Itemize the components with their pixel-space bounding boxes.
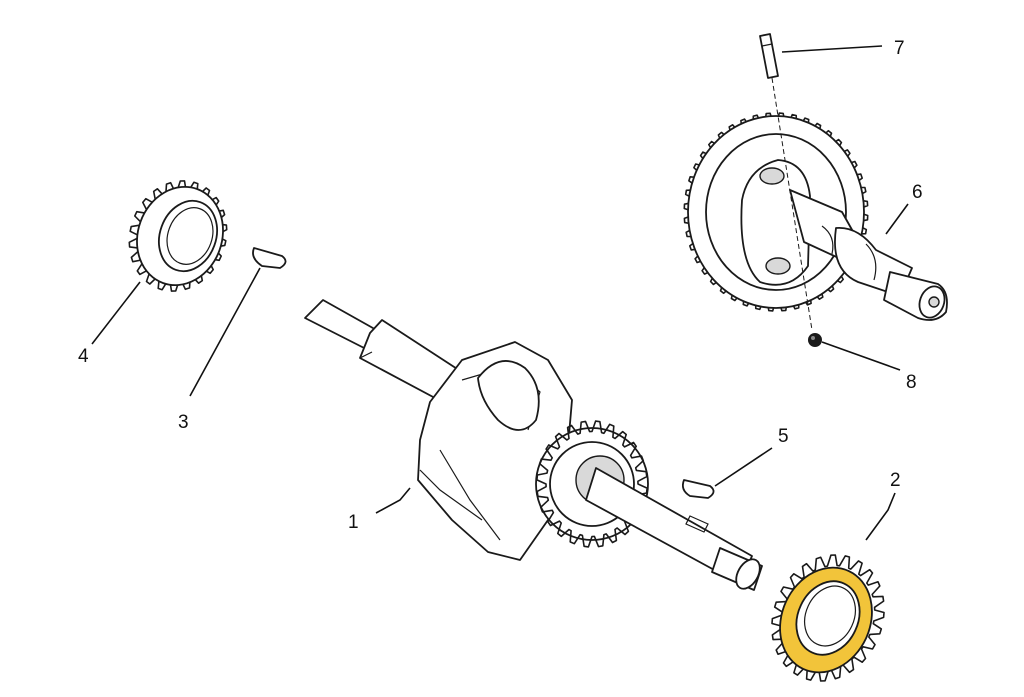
leader-line-6 [885,203,909,235]
leader-line-1 [375,487,411,514]
woodruff-key-icon[interactable] [252,247,287,269]
crank-timing-gear-icon[interactable] [763,552,888,687]
callout-6: 6 [912,182,923,203]
ball-icon[interactable] [808,333,822,347]
callout-2: 2 [890,470,901,491]
callout-7: 7 [894,38,905,59]
pin-icon[interactable] [759,33,813,331]
leader-line-4 [91,281,141,345]
callout-4: 4 [78,346,89,367]
callout-numbers: 1 2 3 4 5 6 7 8 [78,38,923,533]
callout-5: 5 [778,426,789,447]
leader-line-2 [865,492,896,541]
leader-line-3 [189,267,261,397]
leader-line-8 [821,341,901,371]
leader-lines [91,45,909,541]
balancer-gear-icon[interactable] [123,175,236,298]
woodruff-key-icon[interactable] [681,479,715,499]
callout-3: 3 [178,412,189,433]
camshaft-gear-icon[interactable] [683,112,948,321]
leader-line-5 [714,447,773,487]
leader-line-7 [781,45,883,53]
crankshaft-icon[interactable] [304,299,765,593]
callout-1: 1 [348,512,359,533]
callout-8: 8 [906,372,917,393]
gear-teeth [536,420,648,548]
